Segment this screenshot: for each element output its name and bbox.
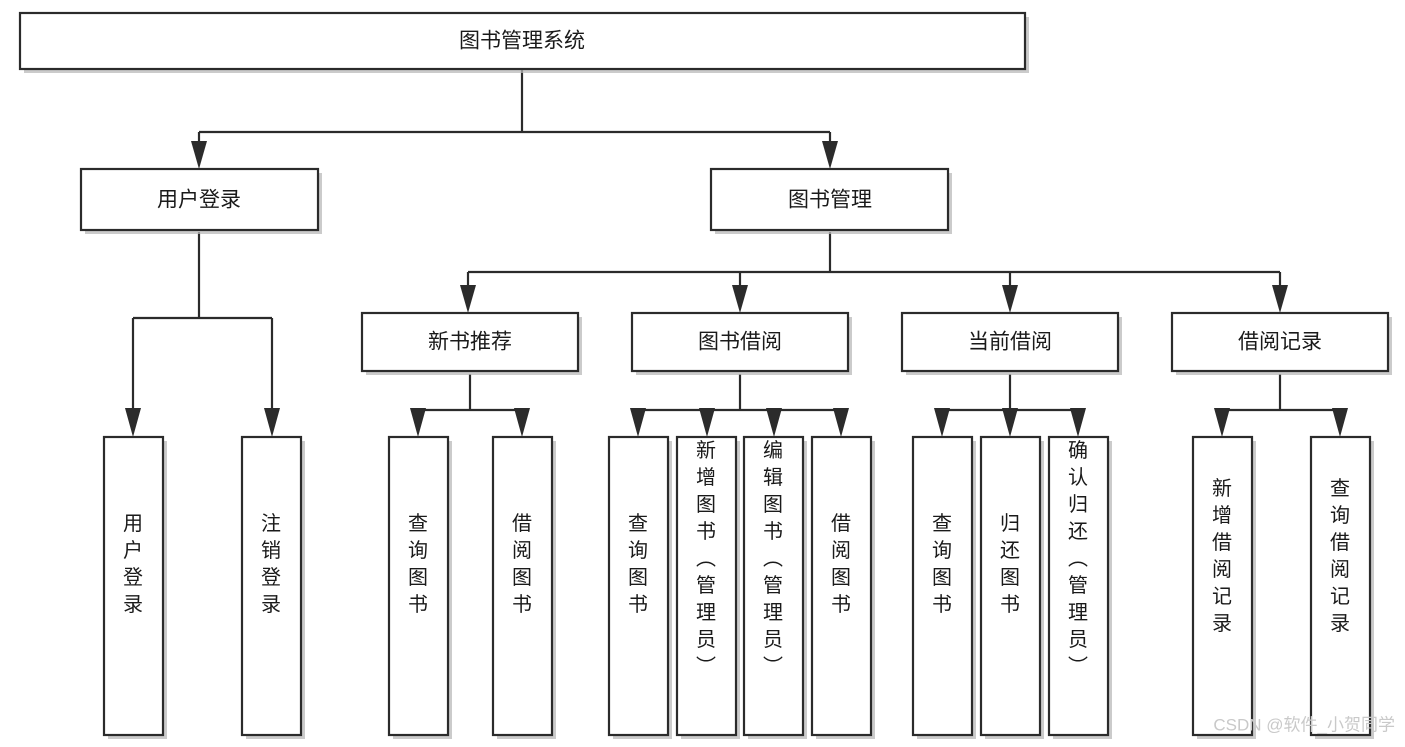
node-leaf-query-book-2[interactable]: 查询图书 xyxy=(607,435,672,739)
arrow-head-leaf-confirm-return xyxy=(1070,408,1086,437)
arrow-head-current-borrow xyxy=(1002,285,1018,313)
connector-group-borrow-record xyxy=(1214,374,1348,437)
node-leaf-user-login-box[interactable] xyxy=(102,435,165,737)
node-new-book-recommend[interactable]: 新书推荐 xyxy=(360,311,582,375)
node-leaf-confirm-return[interactable]: 确认归还︵管理员︶ xyxy=(1047,435,1112,739)
node-book-borrow[interactable]: 图书借阅 xyxy=(630,311,852,375)
arrow-head-leaf-query-book-3 xyxy=(934,408,950,437)
node-root-box[interactable] xyxy=(18,11,1027,71)
connector-group-new-book-recommend xyxy=(410,374,530,437)
arrow-head-leaf-add-record xyxy=(1214,408,1230,437)
node-leaf-query-book-1-label: 查询图书 xyxy=(408,512,428,616)
node-leaf-query-book-1-box[interactable] xyxy=(387,435,450,737)
node-user-login-label: 用户登录 xyxy=(157,189,241,212)
arrow-head-borrow-record xyxy=(1272,285,1288,313)
node-leaf-borrow-book-2-label: 借阅图书 xyxy=(831,512,851,616)
node-book-management[interactable]: 图书管理 xyxy=(709,167,952,234)
node-current-borrow-box[interactable] xyxy=(900,311,1120,373)
node-leaf-user-logout[interactable]: 注销登录 xyxy=(240,435,305,739)
node-new-book-recommend-box[interactable] xyxy=(360,311,580,373)
arrow-head-leaf-user-logout xyxy=(264,408,280,437)
node-leaf-borrow-book-2-box[interactable] xyxy=(810,435,873,737)
node-root-label: 图书管理系统 xyxy=(459,30,585,53)
csdn-watermark: CSDN @软件_小贺同学 xyxy=(1213,715,1395,734)
node-leaf-query-book-3[interactable]: 查询图书 xyxy=(911,435,976,739)
node-leaf-add-record-box[interactable] xyxy=(1191,435,1254,737)
arrow-head-leaf-edit-book xyxy=(766,408,782,437)
node-leaf-add-book-box[interactable] xyxy=(675,435,738,737)
connector-group-book-borrow xyxy=(630,374,849,437)
node-leaf-user-login[interactable]: 用户登录 xyxy=(102,435,167,739)
node-leaf-query-record-label: 查询借阅记录 xyxy=(1330,477,1350,635)
node-root[interactable]: 图书管理系统 xyxy=(18,11,1029,73)
arrow-head-book-borrow xyxy=(732,285,748,313)
node-leaf-confirm-return-box[interactable] xyxy=(1047,435,1110,737)
node-leaf-return-book-label: 归还图书 xyxy=(1000,512,1020,616)
arrow-head-leaf-query-book-2 xyxy=(630,408,646,437)
node-current-borrow-label: 当前借阅 xyxy=(968,331,1052,354)
node-leaf-query-record-box[interactable] xyxy=(1309,435,1372,737)
node-leaf-user-login-label: 用户登录 xyxy=(123,513,143,616)
node-leaf-borrow-book-1[interactable]: 借阅图书 xyxy=(491,435,556,739)
node-current-borrow[interactable]: 当前借阅 xyxy=(900,311,1122,375)
node-book-borrow-label: 图书借阅 xyxy=(698,331,782,354)
connector-group-root xyxy=(191,70,838,169)
arrow-head-leaf-borrow-book-2 xyxy=(833,408,849,437)
arrow-head-leaf-borrow-book-1 xyxy=(514,408,530,437)
node-leaf-query-book-2-label: 查询图书 xyxy=(628,512,648,616)
node-leaf-query-book-1[interactable]: 查询图书 xyxy=(387,435,452,739)
node-leaf-borrow-book-1-box[interactable] xyxy=(491,435,554,737)
node-user-login[interactable]: 用户登录 xyxy=(79,167,322,234)
connector-group-book-management xyxy=(460,232,1288,313)
arrow-head-leaf-user-login xyxy=(125,408,141,437)
arrow-head-book-management xyxy=(822,141,838,169)
node-leaf-user-logout-box[interactable] xyxy=(240,435,303,737)
node-leaf-return-book-box[interactable] xyxy=(979,435,1042,737)
arrow-head-leaf-add-book xyxy=(699,408,715,437)
node-leaf-return-book[interactable]: 归还图书 xyxy=(979,435,1044,739)
node-leaf-query-book-3-label: 查询图书 xyxy=(932,512,952,616)
arrow-head-new-book-recommend xyxy=(460,285,476,313)
node-borrow-record-label: 借阅记录 xyxy=(1238,331,1322,354)
node-leaf-borrow-book-1-label: 借阅图书 xyxy=(512,512,532,616)
node-leaf-add-book-label: 新增图书︵管理员︶ xyxy=(696,439,716,678)
connector-group-current-borrow xyxy=(934,374,1086,437)
node-user-login-box[interactable] xyxy=(79,167,320,232)
node-new-book-recommend-label: 新书推荐 xyxy=(428,331,512,354)
arrow-head-leaf-return-book xyxy=(1002,408,1018,437)
node-leaf-edit-book[interactable]: 编辑图书︵管理员︶ xyxy=(742,435,807,739)
node-leaf-user-logout-label: 注销登录 xyxy=(261,512,281,616)
node-book-borrow-box[interactable] xyxy=(630,311,850,373)
node-leaf-add-record[interactable]: 新增借阅记录 xyxy=(1191,435,1256,739)
node-leaf-add-record-label: 新增借阅记录 xyxy=(1212,477,1232,635)
node-leaf-edit-book-label: 编辑图书︵管理员︶ xyxy=(763,439,783,678)
node-borrow-record-box[interactable] xyxy=(1170,311,1390,373)
node-book-management-box[interactable] xyxy=(709,167,950,232)
node-book-management-label: 图书管理 xyxy=(788,189,872,212)
connector-group-user-login xyxy=(125,232,280,437)
node-leaf-borrow-book-2[interactable]: 借阅图书 xyxy=(810,435,875,739)
node-leaf-query-book-3-box[interactable] xyxy=(911,435,974,737)
node-borrow-record[interactable]: 借阅记录 xyxy=(1170,311,1392,375)
node-leaf-confirm-return-label: 确认归还︵管理员︶ xyxy=(1068,439,1088,678)
node-leaf-add-book[interactable]: 新增图书︵管理员︶ xyxy=(675,435,740,739)
node-leaf-query-book-2-box[interactable] xyxy=(607,435,670,737)
node-leaf-edit-book-box[interactable] xyxy=(742,435,805,737)
node-leaf-query-record[interactable]: 查询借阅记录 xyxy=(1309,435,1374,739)
arrow-head-leaf-query-record xyxy=(1332,408,1348,437)
arrow-head-user-login xyxy=(191,141,207,169)
arrow-head-leaf-query-book-1 xyxy=(410,408,426,437)
